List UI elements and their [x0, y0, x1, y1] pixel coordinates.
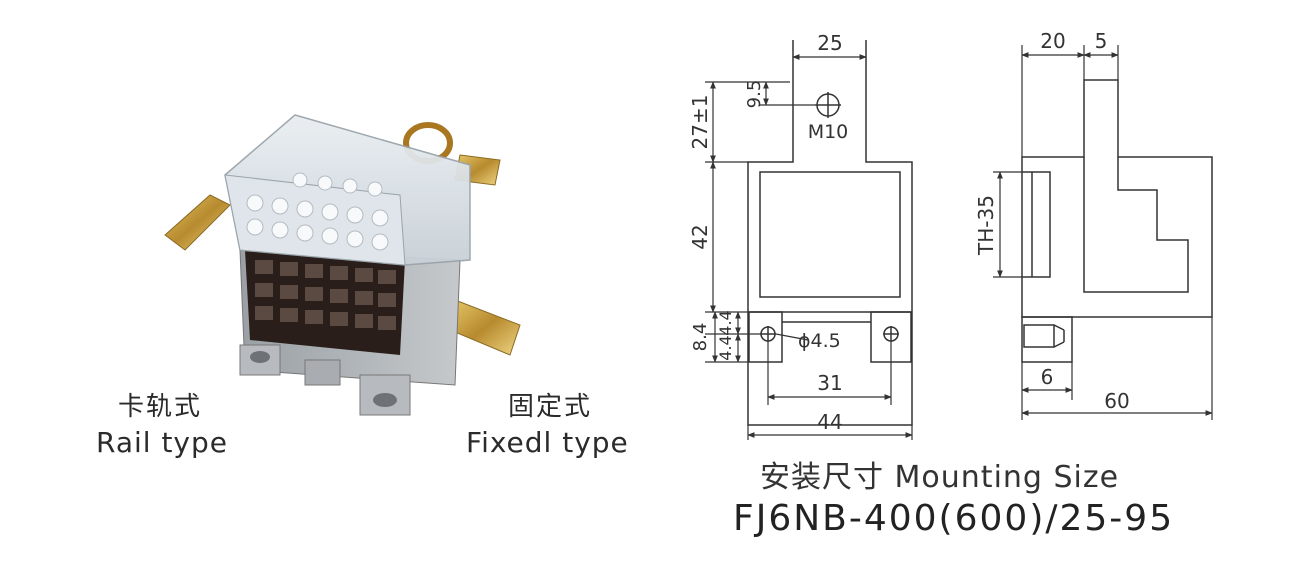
dim-27: 27±1: [688, 95, 712, 150]
rail-type-label-en: Rail type: [96, 426, 229, 459]
dim-31: 31: [817, 371, 842, 395]
dim-20: 20: [1040, 29, 1065, 53]
dim-9-5: 9.5: [744, 80, 765, 109]
model-number: FJ6NB-400(600)/25-95: [733, 498, 1175, 539]
dim-6: 6: [1041, 365, 1054, 389]
dim-5: 5: [1095, 29, 1108, 53]
phi-label: ϕ4.5: [798, 330, 841, 352]
dim-60: 60: [1104, 389, 1129, 413]
dim-4-4-bottom: 4.4: [716, 335, 735, 360]
mounting-size-caption: 安装尺寸 Mounting Size: [760, 460, 1120, 495]
dim-4-4-top: 4.4: [716, 310, 735, 335]
th35-label: TH-35: [974, 195, 998, 256]
fixed-type-label-cn: 固定式: [508, 392, 593, 422]
mounting-drawing: 25 20 5 9.5 27±1 M10 42 8.4 4.4 4.4 ϕ4.5…: [688, 29, 1213, 440]
dim-42: 42: [688, 224, 712, 249]
dim-8-4: 8.4: [690, 323, 711, 352]
dimension-labels: 25 20 5 9.5 27±1 M10 42 8.4 4.4 4.4 ϕ4.5…: [688, 29, 1130, 434]
terminal-holes: [245, 250, 405, 355]
dim-44: 44: [817, 410, 842, 434]
rail-type-label-cn: 卡轨式: [118, 392, 203, 422]
fixed-type-label-en: Fixedl type: [466, 426, 629, 459]
transparent-cover: [224, 114, 471, 266]
product-photo: [164, 114, 521, 416]
front-view: [747, 40, 913, 426]
dim-25: 25: [817, 31, 842, 55]
dimension-lines: [705, 45, 1213, 440]
m10-label: M10: [808, 121, 849, 143]
side-view: [1021, 79, 1213, 363]
